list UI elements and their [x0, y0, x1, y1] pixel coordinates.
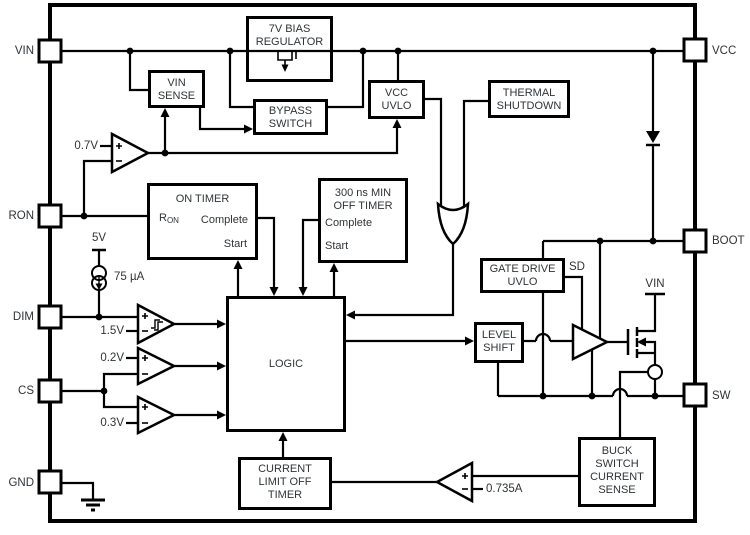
block-gate-drive-uvlo: GATE DRIVE UVLO — [480, 258, 565, 293]
fet-vin-supply-label: VIN — [645, 278, 665, 290]
block-label: REGULATOR — [255, 36, 324, 48]
block-label: UVLO — [381, 100, 412, 112]
ref-5v: 5V — [91, 232, 107, 244]
off-timer-complete-label: Complete — [325, 217, 373, 229]
block-title: 300 ns MIN — [334, 187, 392, 199]
block-label: CURRENT — [590, 471, 644, 483]
ref-0p735a: 0.735A — [486, 483, 523, 495]
block-logic: LOGIC — [226, 296, 346, 432]
block-label: LOGIC — [268, 357, 304, 370]
pin-boot — [682, 228, 708, 254]
pin-sw — [682, 382, 708, 408]
block-label: LEVEL — [481, 329, 517, 341]
hysteresis-icon — [151, 319, 163, 331]
ground-icon — [81, 498, 105, 512]
ref-1p5v: 1.5V — [100, 325, 124, 337]
block-label: 7V BIAS — [268, 23, 311, 35]
block-off-timer: 300 ns MIN OFF TIMER Complete Start — [318, 178, 408, 263]
gate-driver-icon — [571, 322, 610, 362]
current-source-icon — [91, 265, 107, 291]
block-bias-regulator: 7V BIAS REGULATOR — [246, 16, 333, 82]
diode-icon — [646, 131, 660, 147]
block-buck-switch-current-sense: BUCK SWITCH CURRENT SENSE — [578, 437, 656, 507]
block-label: BUCK — [601, 445, 633, 457]
block-label: TIMER — [267, 489, 303, 501]
block-label: SHUTDOWN — [496, 100, 562, 112]
block-bypass-switch: BYPASS SWITCH — [253, 99, 328, 135]
pin-label-cs: CS — [18, 385, 34, 397]
off-timer-start-label: Start — [325, 240, 349, 252]
block-title: ON TIMER — [175, 193, 230, 205]
pin-label-gnd: GND — [8, 477, 34, 489]
pin-vin — [37, 38, 63, 64]
on-timer-ron-input-label: RON — [159, 212, 179, 225]
block-label: CURRENT — [258, 463, 312, 475]
block-label: VIN — [167, 77, 186, 89]
ref-0p2v: 0.2V — [100, 352, 124, 364]
block-label: THERMAL — [502, 87, 556, 99]
block-label: VCC — [384, 87, 409, 99]
block-vcc-uvlo: VCC UVLO — [368, 80, 425, 119]
block-on-timer: ON TIMER RON Complete Start — [147, 183, 258, 260]
block-label: SWITCH — [595, 458, 639, 470]
comparator-0p3v-icon — [136, 394, 177, 436]
pin-dim — [37, 304, 63, 330]
sd-signal-label: SD — [569, 261, 585, 273]
block-label: UVLO — [507, 276, 538, 288]
block-label: BYPASS — [268, 105, 313, 117]
block-label: SENSE — [598, 484, 636, 496]
pin-gnd — [37, 469, 63, 495]
comparator-0p7v-icon — [110, 131, 151, 175]
pin-label-sw: SW — [712, 390, 731, 402]
pin-label-dim: DIM — [12, 311, 34, 323]
ref-0p7v: 0.7V — [74, 140, 98, 152]
pin-label-vcc: VCC — [712, 45, 737, 57]
block-label: SENSE — [157, 90, 196, 102]
block-label: LIMIT OFF — [258, 476, 312, 488]
pin-cs — [37, 378, 63, 404]
pin-ron — [37, 203, 63, 229]
ref-0p3v: 0.3V — [100, 417, 124, 429]
ref-75ua: 75 µA — [114, 271, 145, 283]
block-label: SWITCH — [268, 118, 313, 130]
comparator-0p2v-icon — [136, 345, 177, 387]
block-label: GATE DRIVE — [489, 263, 556, 275]
block-label: SHIFT — [483, 342, 515, 354]
block-current-limit-off-timer: CURRENT LIMIT OFF TIMER — [238, 457, 332, 510]
pin-vcc — [682, 37, 708, 63]
block-vin-sense: VIN SENSE — [148, 70, 205, 108]
block-title: OFF TIMER — [333, 200, 393, 212]
or-gate-icon — [436, 201, 470, 246]
comparator-1p5v-icon — [136, 302, 177, 346]
block-thermal-shutdown: THERMAL SHUTDOWN — [488, 80, 570, 118]
on-timer-complete-label: Complete — [200, 214, 248, 226]
on-timer-start-label: Start — [223, 238, 247, 250]
nmos-transistor-icon — [626, 327, 646, 358]
comparator-0p735a-icon — [434, 460, 474, 504]
pin-label-ron: RON — [8, 210, 34, 222]
current-sense-icon — [647, 364, 663, 380]
block-level-shift: LEVEL SHIFT — [474, 322, 524, 363]
pin-label-vin: VIN — [14, 45, 34, 57]
pin-label-boot: BOOT — [712, 235, 745, 247]
